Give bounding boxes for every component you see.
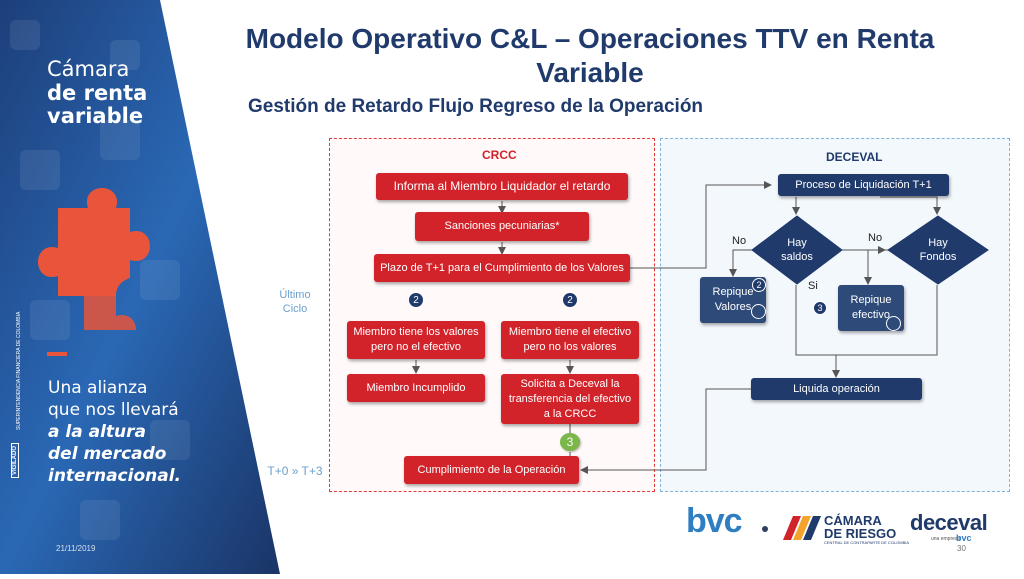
brand-line-3: variable [47,104,144,128]
page-title-line-1: Modelo Operativo C&L – Operaciones TTV e… [245,23,935,54]
brand-line-1: Cámara [47,57,130,81]
tagline-line-5: internacional. [48,466,181,486]
puzzle-piece-icon [38,188,150,330]
clock-icon [886,316,901,331]
solicita-line-1: Solicita a Deceval la [520,377,620,390]
solicita-line-2: transferencia del efectivo [508,392,632,405]
ultimo-text: Último [279,289,311,301]
tagline-line-2: que nos llevará [48,400,179,420]
deceval-logo: deceval [910,510,988,535]
saldos-label: Hay saldos [770,236,824,264]
repique-valores-badge: 2 [752,278,766,292]
camara-riesgo-icon [783,516,821,540]
sidebar-background [0,0,280,574]
saldos-line-2: saldos [781,251,813,263]
fondos-diamond [887,215,989,285]
camara-line-3: CENTRAL DE CONTRAPARTE DE COLOMBIA [824,540,910,545]
ciclo-text: Ciclo [282,303,308,315]
plazo-box: Plazo de T+1 para el Cumplimiento de los… [374,254,630,282]
repique-valores-line-1: Repique [712,286,754,298]
tagline-line-1: Una alianza [48,378,148,398]
sidebar-panel [0,0,280,574]
clock-icon [751,304,766,319]
fondos-label: Hay Fondos [910,236,966,264]
footer-date: 21/11/2019 [56,544,96,553]
repique-efectivo-line-2: efectivo [852,309,890,321]
solicita-line-3: a la CRCC [543,407,597,420]
camara-line-2: DE RIESGO [824,526,897,541]
page-title-line-2: Variable [536,57,644,88]
deceval-panel [660,138,1010,492]
proceso-box: Proceso de Liquidación T+1 [778,174,949,196]
deceval-label: DECEVAL [826,150,883,164]
fondos-line-1: Hay [928,237,948,249]
repique-efectivo-badge: 3 [813,301,827,315]
no-label-right: No [868,232,883,244]
brand-line-2: de renta [47,81,148,105]
liquida-box: Liquida operación [751,378,922,400]
sanciones-box: Sanciones pecuniarias* [415,212,589,241]
step-badge-green: 3 [560,433,580,451]
efectivo-sin-valores-box: Miembro tiene el efectivo pero no los va… [501,321,639,359]
valores-line-2: pero no el efectivo [371,341,461,353]
repique-valores-line-2: Valores [714,301,752,313]
step-badge-left: 2 [409,293,423,307]
informa-box: Informa al Miembro Liquidador el retardo [376,173,628,200]
camara-line-1: CÁMARA [824,513,882,528]
deceval-sub: una empresa [931,536,961,542]
ultimo-ciclo-label: Último Ciclo [270,288,320,316]
crcc-label: CRCC [482,148,517,162]
saldos-diamond [751,215,843,285]
cumplimiento-box: Cumplimiento de la Operación [404,456,579,484]
deceval-bvc: bvc [956,533,972,543]
saldos-line-1: Hay [787,237,807,249]
no-label-left: No [732,235,747,247]
bvc-logo: bvc [686,502,743,540]
timing-label: T+0 » T+3 [267,464,323,478]
fondos-line-2: Fondos [919,251,957,263]
efectivo-line-2: pero no los valores [523,341,617,353]
solicita-box: Solicita a Deceval la transferencia del … [501,374,639,424]
camara-riesgo-logo: CÁMARA DE RIESGO CENTRAL DE CONTRAPARTE … [824,514,909,546]
page-title: Modelo Operativo C&L – Operaciones TTV e… [230,22,950,90]
incumplido-box: Miembro Incumplido [347,374,485,402]
repique-efectivo-line-1: Repique [850,294,892,306]
page-subtitle: Gestión de Retardo Flujo Regreso de la O… [248,96,704,117]
valores-sin-efectivo-box: Miembro tiene los valores pero no el efe… [347,321,485,359]
accent-dash [47,352,67,356]
logo-separator-dot [762,526,768,532]
page-number: 30 [957,544,966,553]
efectivo-line-1: Miembro tiene el efectivo [508,326,632,338]
step-badge-right: 2 [563,293,577,307]
si-label: Si [808,280,818,292]
valores-line-1: Miembro tiene los valores [353,326,479,338]
tagline-line-3: a la altura [48,422,146,442]
tagline-line-4: del mercado [48,444,167,464]
